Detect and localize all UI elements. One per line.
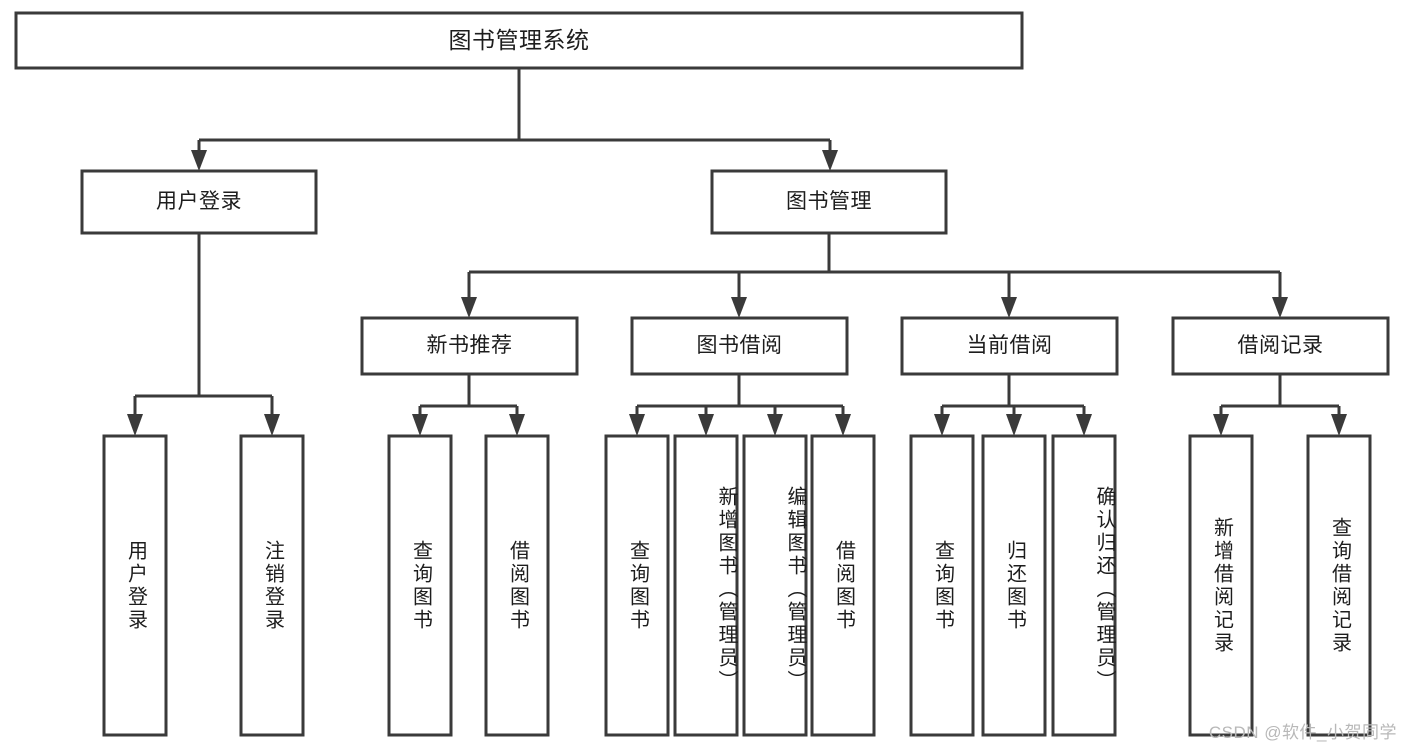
connector-book-manage-bus (467, 233, 1282, 303)
node-box-leaf-query-book-3[interactable] (909, 434, 975, 737)
node-box-leaf-borrow-book-1[interactable] (484, 434, 550, 737)
connector-root-bus (197, 68, 832, 158)
arrow-to-borrow-record (1272, 297, 1288, 318)
node-box-leaf-edit-book[interactable] (742, 434, 808, 737)
arrow-to-leaf-add-record (1213, 414, 1229, 436)
node-box-leaf-add-book[interactable] (673, 434, 739, 737)
arrow-to-leaf-borrow-book-1 (509, 414, 525, 436)
node-box-leaf-add-record[interactable] (1188, 434, 1254, 737)
node-box-leaf-user-login[interactable] (102, 434, 168, 737)
node-box-leaf-query-record[interactable] (1306, 434, 1372, 737)
connector-new-book-rec-bus (418, 374, 519, 420)
node-box-leaf-query-book-2[interactable] (604, 434, 670, 737)
arrow-to-leaf-query-book-3 (934, 414, 950, 436)
node-box-borrow-record[interactable] (1171, 316, 1390, 376)
node-box-book-borrow[interactable] (630, 316, 849, 376)
node-box-new-book-rec[interactable] (360, 316, 579, 376)
connector-borrow-record-bus (1219, 374, 1341, 420)
node-box-leaf-query-book-1[interactable] (387, 434, 453, 737)
arrow-to-new-book-rec (461, 297, 477, 318)
connector-book-borrow-bus (635, 374, 845, 420)
arrow-to-book-borrow (731, 297, 747, 318)
node-box-leaf-logout[interactable] (239, 434, 305, 737)
csdn-watermark: CSDN @软件_小贺同学 (1208, 723, 1397, 742)
arrow-to-current-borrow (1001, 297, 1017, 318)
arrow-to-leaf-user-login (127, 414, 143, 436)
node-box-current-borrow[interactable] (900, 316, 1119, 376)
node-box-leaf-confirm-return[interactable] (1051, 434, 1117, 737)
node-box-book-manage[interactable] (710, 169, 948, 235)
arrow-to-leaf-add-book (698, 414, 714, 436)
arrow-to-book-manage (822, 150, 838, 171)
node-box-root[interactable] (14, 11, 1024, 70)
arrow-to-leaf-logout (264, 414, 280, 436)
connector-current-borrow-bus (940, 374, 1086, 420)
arrow-to-leaf-borrow-book-2 (835, 414, 851, 436)
node-box-leaf-borrow-book-2[interactable] (810, 434, 876, 737)
arrow-to-leaf-confirm-return (1076, 414, 1092, 436)
arrow-to-leaf-query-record (1331, 414, 1347, 436)
arrow-to-user-login (191, 150, 207, 171)
arrow-to-leaf-edit-book (767, 414, 783, 436)
node-box-user-login[interactable] (80, 169, 318, 235)
arrow-to-leaf-return-book (1006, 414, 1022, 436)
arrow-to-leaf-query-book-1 (412, 414, 428, 436)
connector-user-login-bus (133, 233, 274, 420)
node-box-leaf-return-book[interactable] (981, 434, 1047, 737)
arrow-to-leaf-query-book-2 (629, 414, 645, 436)
